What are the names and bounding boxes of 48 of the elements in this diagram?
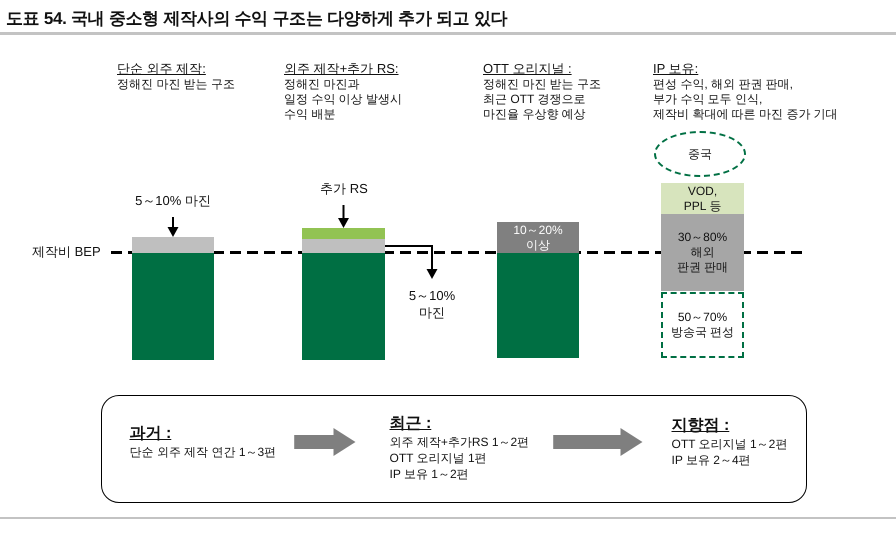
bar <box>302 253 385 360</box>
description-text: 정해진 마진 받는 구조 <box>117 77 236 92</box>
column-heading: 외주 제작+추가 RS: <box>284 61 398 77</box>
description-text: 정해진 마진 받는 구조 <box>483 77 602 92</box>
description-text: 일정 수익 이상 발생시 <box>284 92 402 107</box>
bar <box>497 253 579 358</box>
dashed-segment: 50～70% 방송국 편성 <box>661 292 744 358</box>
description-text: 정해진 마진과 <box>284 77 360 92</box>
stage-heading: 지향점 : <box>672 416 730 436</box>
title: 도표 54. 국내 중소형 제작사의 수익 구조는 다양하게 추가 되고 있다 <box>6 8 508 30</box>
segment-text: 30～80% <box>678 230 728 245</box>
arrow <box>385 245 438 279</box>
column-heading: IP 보유: <box>653 61 698 77</box>
segment-text: 해외 <box>690 245 714 260</box>
segment-text: 판권 판매 <box>676 260 728 275</box>
stage-heading: 최근 : <box>390 414 432 434</box>
dashed-ellipse: 중국 <box>654 131 746 177</box>
annotation-text: 5～10% 마진 <box>404 287 460 321</box>
list-item-text: IP 보유 1～2편 <box>390 466 470 482</box>
description-text: 최근 OTT 경쟁으로 <box>483 92 586 107</box>
bar-segment <box>132 237 214 253</box>
column-heading: OTT 오리지널 : <box>483 61 572 77</box>
description-text: 편성 수익, 해외 판권 판매, <box>653 77 794 92</box>
bar-segment <box>302 239 385 253</box>
description-text: 부가 수익 모두 인식, <box>653 92 762 107</box>
list-item-text: OTT 오리지널 1편 <box>390 450 488 466</box>
block-arrow <box>294 428 356 456</box>
list-item-text: 단순 외주 제작 연간 1～3편 <box>130 444 276 460</box>
block-arrow <box>553 428 642 456</box>
bar-segment <box>302 228 385 239</box>
description-text: 마진율 우상향 예상 <box>483 107 586 122</box>
column-heading: 단순 외주 제작: <box>117 61 206 77</box>
bar-segment: 10～20% 이상 <box>497 222 579 253</box>
bar-segment <box>661 214 744 291</box>
description-text: 수익 배분 <box>284 107 336 122</box>
list-item-text: OTT 오리지널 1～2편 <box>672 436 788 452</box>
description-text: 제작비 확대에 따른 마진 증가 기대 <box>653 107 838 122</box>
line-label: 제작비 BEP <box>32 244 101 260</box>
list-item-text: IP 보유 2～4편 <box>672 452 752 468</box>
bar-segment: VOD, PPL 등 <box>661 183 744 214</box>
annotation-text: 추가 RS <box>320 180 368 197</box>
summary-panel <box>101 395 807 503</box>
stage-heading: 과거 : <box>130 424 172 444</box>
annotation-text: 5～10% 마진 <box>135 192 211 209</box>
arrow <box>338 205 349 228</box>
bar <box>132 253 214 360</box>
arrow <box>168 217 178 237</box>
list-item-text: 외주 제작+추가RS 1～2편 <box>390 434 530 450</box>
